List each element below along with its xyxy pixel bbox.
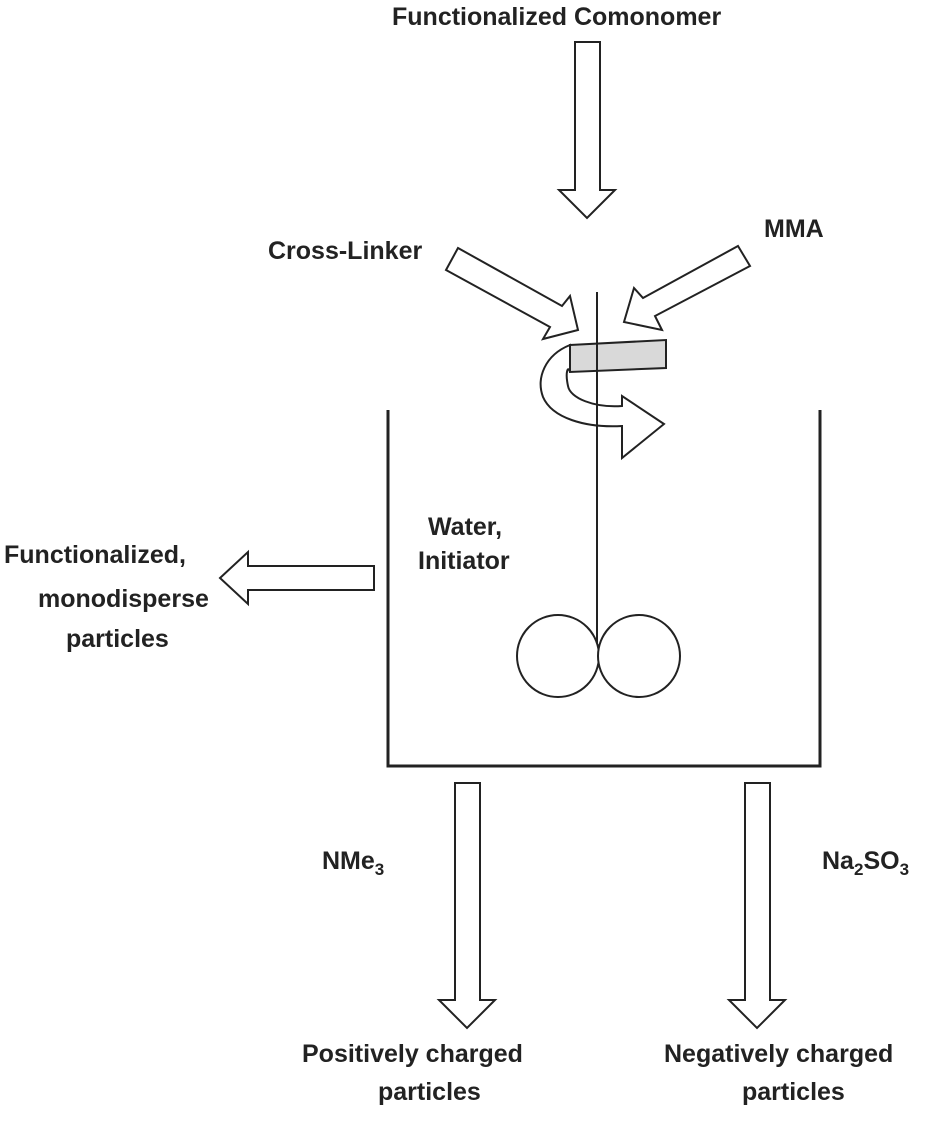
label-cross-linker: Cross-Linker	[268, 237, 423, 265]
label-na2so3-sub1: 2	[853, 860, 864, 879]
label-nme3-base: NMe	[322, 847, 375, 875]
label-functionalized-comonomer: Functionalized Comonomer	[392, 3, 722, 31]
reactor-vessel	[386, 410, 822, 768]
label-na2so3: Na2SO3	[822, 846, 909, 879]
arrow-side-output	[218, 549, 375, 607]
arrow-comonomer	[556, 41, 618, 220]
label-mma: MMA	[764, 215, 824, 243]
label-na2so3-sub2: 3	[899, 860, 910, 879]
stirrer-swirl-band	[569, 338, 667, 374]
label-na2so3-so: SO	[863, 847, 900, 875]
stirrer-swirl-arrow	[539, 343, 666, 461]
label-water: Water,	[428, 513, 503, 541]
label-particles-side: particles	[66, 625, 169, 653]
label-negatively-charged: Negatively charged	[664, 1040, 894, 1068]
label-particles-left: particles	[378, 1078, 481, 1106]
label-na2so3-na: Na	[822, 847, 854, 875]
label-initiator: Initiator	[418, 547, 510, 575]
label-nme3: NMe3	[322, 846, 384, 879]
label-positively-charged: Positively charged	[302, 1040, 523, 1068]
arrow-mma	[622, 244, 752, 332]
arrow-na2so3	[726, 782, 788, 1030]
arrow-nme3	[436, 782, 498, 1030]
impeller-left	[516, 614, 600, 698]
impeller-right	[597, 614, 681, 698]
label-functionalized: Functionalized,	[4, 541, 186, 569]
label-monodisperse: monodisperse	[38, 585, 209, 613]
label-nme3-subscript: 3	[374, 860, 385, 879]
arrow-crosslinker	[444, 246, 580, 341]
label-particles-right: particles	[742, 1078, 845, 1106]
